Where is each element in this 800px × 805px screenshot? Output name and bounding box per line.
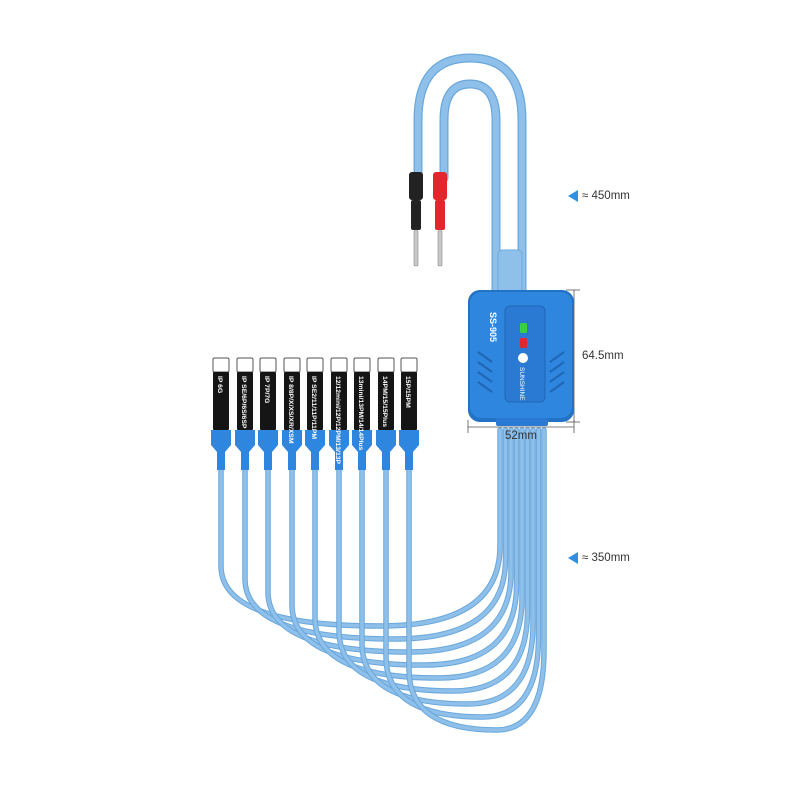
red-led (520, 338, 527, 348)
body-height-label: 64.5mm (582, 350, 624, 362)
connector-flex-board (307, 372, 323, 430)
connector-label: IP SE2/11/11P/11PM (310, 376, 317, 439)
connector-contact-pad (377, 357, 395, 373)
box-grip-ridge (477, 351, 493, 363)
black-banana-plug-handle (409, 172, 423, 200)
top-cable-length-note: ≈ 450mm (568, 190, 630, 202)
pointer-icon (568, 552, 578, 564)
connector-label: 12/12mini/12P/12PM/13/13P (334, 376, 341, 465)
connector-boot (282, 430, 302, 470)
connector-label: 15P/15PM (404, 376, 411, 408)
red-banana-plug-sleeve (435, 200, 445, 230)
connector-flex-board (260, 372, 276, 430)
connector-label: IP 8/8P/X/XS/XR/XSM (287, 376, 294, 444)
connector-cable (290, 428, 519, 667)
connector-cable (384, 428, 541, 719)
black-banana-plug-sleeve (411, 200, 421, 230)
connector-heads: IP 6G IP SE/6P/6S/6SP IP 7P/7G IP 8/8P/X/XS… (211, 357, 419, 470)
connector-contact-pad (283, 357, 301, 373)
bottom-cable-length: ≈ 350mm (582, 552, 630, 564)
connector-cable (313, 428, 524, 680)
connector-flex-board (354, 372, 370, 430)
red-banana-plug-handle (433, 172, 447, 200)
connector-contact-pad (212, 357, 230, 373)
body-width-label: 52mm (505, 430, 537, 442)
red-banana-plug-pin (437, 229, 443, 267)
connector-boot (258, 430, 278, 470)
connector-boot (235, 430, 255, 470)
box-cable-exit (496, 418, 548, 426)
connector-contact-pad (236, 357, 254, 373)
box-grip-ridge (549, 351, 565, 363)
box-grip-ridge (477, 371, 493, 383)
connector-label: IP SE/6P/6S/6SP (240, 376, 247, 429)
connector-label: 13mini/13PM/14/14Plus (357, 376, 364, 451)
connector-contact-pad (330, 357, 348, 373)
connector-cable (337, 428, 530, 693)
connector-cable-outline (312, 427, 525, 681)
connector-cable (243, 428, 508, 641)
connector-flex-board (401, 372, 417, 430)
connector-boot (329, 430, 349, 470)
connector-cable (360, 428, 535, 706)
connector-boot (352, 430, 372, 470)
top-cable-length: ≈ 450mm (582, 190, 630, 202)
connector-cable (219, 428, 502, 628)
box-grip-ridge (477, 361, 493, 373)
box-grip-ridge (549, 381, 565, 393)
banana-plugs (409, 172, 447, 267)
connector-contact-pad (400, 357, 418, 373)
pointer-icon (568, 190, 578, 202)
connector-flex-board (378, 372, 394, 430)
connector-cable-outline (289, 427, 520, 668)
connector-flex-board (237, 372, 253, 430)
connector-boot (305, 430, 325, 470)
connector-contact-pad (259, 357, 277, 373)
box-grip-ridge (549, 361, 565, 373)
box-grip-ridge (549, 371, 565, 383)
connector-boot (376, 430, 396, 470)
connector-label: 14PM/15/15Plus (381, 376, 388, 427)
green-led (520, 323, 527, 333)
connector-contact-pad (306, 357, 324, 373)
connector-label: IP 6G (216, 376, 223, 393)
connector-boot (211, 430, 231, 470)
model-text: SS-905 (488, 312, 498, 342)
connector-flex-board (213, 372, 229, 430)
connector-cable (407, 428, 546, 732)
connector-boot (399, 430, 419, 470)
brand-logo-mark (518, 353, 528, 363)
cable-strain-relief (497, 249, 523, 296)
connector-label: IP 7P/7G (263, 376, 270, 403)
connector-contact-pad (353, 357, 371, 373)
connector-cables (218, 427, 547, 733)
top-cable (414, 54, 526, 296)
top-power-cable (413, 53, 527, 297)
bottom-cable-length-note: ≈ 350mm (568, 552, 630, 564)
brand-text: SUNSHINE (518, 367, 525, 401)
connector-flex-board (284, 372, 300, 430)
box-grip-ridge (477, 381, 493, 393)
black-banana-plug-pin (413, 229, 419, 267)
connector-flex-board (331, 372, 347, 430)
